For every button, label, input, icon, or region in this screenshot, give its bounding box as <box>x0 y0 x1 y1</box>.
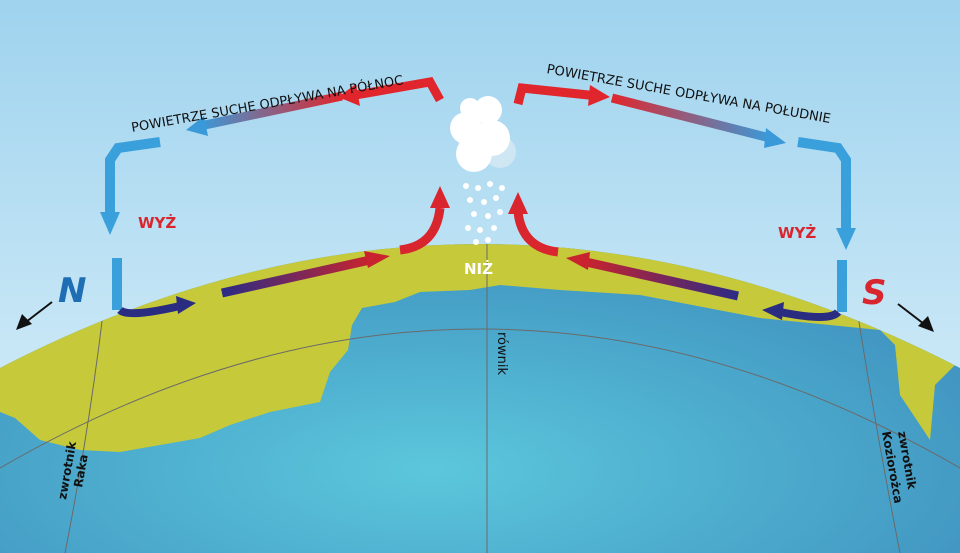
descending-air-right-head <box>836 228 856 250</box>
equator-label: równik <box>494 332 509 375</box>
descending-air-right <box>797 137 851 230</box>
dry-air-south-gradient <box>610 93 772 143</box>
north-direction-arrowhead <box>16 314 32 330</box>
trade-wind-north-start-head <box>176 296 196 314</box>
tropic-cancer-label-line2: Raka <box>71 453 91 488</box>
south-label: S <box>862 273 887 313</box>
trade-wind-south-start <box>779 308 842 321</box>
dry-air-south-arrow <box>513 83 599 106</box>
descending-air-left-head <box>100 212 120 235</box>
high-pressure-right-label: WYŻ <box>778 223 816 242</box>
dry-air-north-arrow <box>349 77 444 103</box>
descending-air-left <box>105 137 161 215</box>
trade-wind-north <box>221 255 371 298</box>
dry-air-north-gradient <box>199 91 343 131</box>
rising-air-left-head <box>430 186 450 208</box>
dry-air-south-arrowhead <box>588 85 610 106</box>
trade-wind-south <box>585 257 739 301</box>
latitude-line <box>0 328 960 469</box>
trade-wind-south-head <box>566 252 590 270</box>
north-direction-line <box>25 301 53 323</box>
rising-air-right <box>513 211 559 257</box>
dry-air-north-gradient-head <box>186 116 208 136</box>
rising-air-right-head <box>508 192 528 214</box>
rising-air-left <box>399 207 445 255</box>
high-pressure-left-label: WYŻ <box>138 213 176 232</box>
north-label: N <box>58 271 86 311</box>
low-pressure-label: NIŻ <box>464 259 493 278</box>
dry-air-south-gradient-head <box>764 128 786 148</box>
rain-drops <box>463 181 505 245</box>
trade-wind-north-start <box>117 302 181 318</box>
rain-cloud-icon <box>450 96 516 172</box>
south-direction-arrowhead <box>918 316 934 332</box>
south-direction-line <box>897 303 925 325</box>
trade-wind-south-start-head <box>762 302 784 320</box>
trade-wind-north-head <box>364 251 390 268</box>
dry-air-north-arrowhead <box>338 84 360 106</box>
